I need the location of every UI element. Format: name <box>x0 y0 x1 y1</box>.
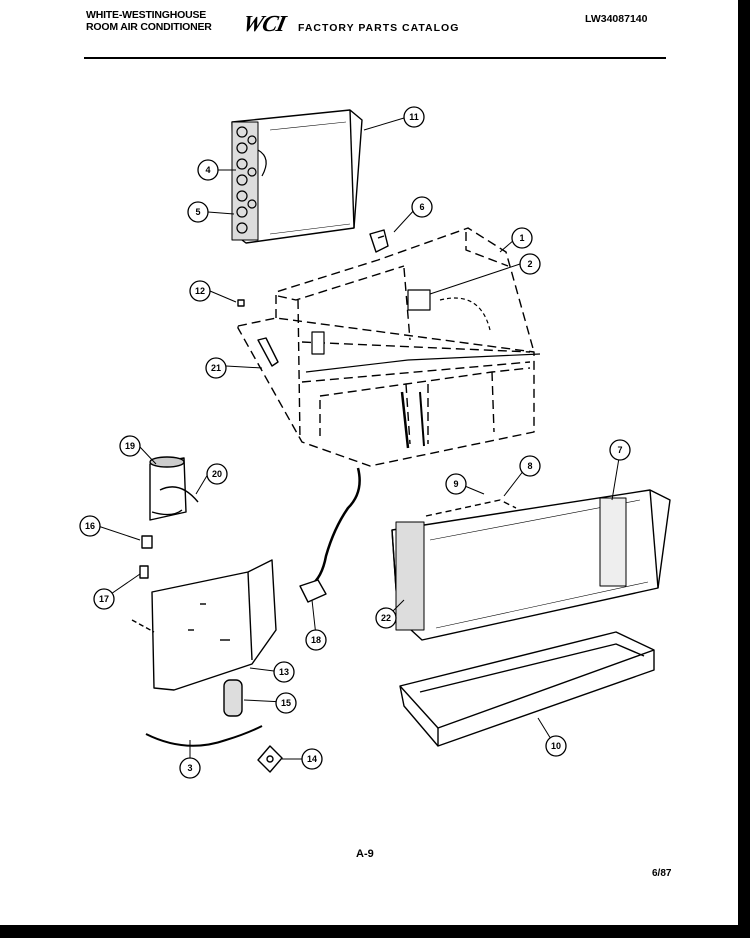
svg-text:4: 4 <box>205 165 210 175</box>
bracket-part-6 <box>369 229 389 253</box>
svg-text:20: 20 <box>212 469 222 479</box>
callout-1: 1 <box>511 227 533 249</box>
svg-text:16: 16 <box>85 521 95 531</box>
page-number: A-9 <box>356 848 374 860</box>
catalog-date: 6/87 <box>652 868 672 879</box>
capillary-tube-part-3 <box>145 725 263 747</box>
svg-text:1: 1 <box>519 233 524 243</box>
callout-22: 22 <box>375 607 397 629</box>
svg-text:5: 5 <box>195 207 200 217</box>
control-panel-part-13 <box>131 559 277 691</box>
svg-text:12: 12 <box>195 286 205 296</box>
svg-text:7: 7 <box>617 445 622 455</box>
callout-15: 15 <box>275 692 297 714</box>
evaporator-coil-part <box>231 109 363 244</box>
callout-13: 13 <box>273 661 295 683</box>
power-cord-part-18 <box>299 467 361 603</box>
svg-text:17: 17 <box>99 594 109 604</box>
callout-19: 19 <box>119 435 141 457</box>
bracket-part-14 <box>257 745 283 773</box>
svg-text:10: 10 <box>551 741 561 751</box>
exploded-parts-diagram: 1 2 3 4 5 6 7 8 9 10 11 12 13 14 15 16 1… <box>79 106 671 779</box>
callout-10: 10 <box>545 735 567 757</box>
callout-21: 21 <box>205 357 227 379</box>
thermostat-part-15 <box>223 679 243 717</box>
callout-12: 12 <box>189 280 211 302</box>
svg-text:11: 11 <box>409 112 419 122</box>
callout-20: 20 <box>206 463 228 485</box>
discharge-duct-part-19-20 <box>149 456 199 521</box>
callout-5: 5 <box>187 201 209 223</box>
switch-part-16 <box>141 535 153 549</box>
svg-text:9: 9 <box>453 479 458 489</box>
svg-text:21: 21 <box>211 363 221 373</box>
svg-text:6: 6 <box>419 202 424 212</box>
chassis-details <box>305 289 541 449</box>
callout-3: 3 <box>179 757 201 779</box>
screw-part-12 <box>237 299 245 307</box>
callout-7: 7 <box>609 439 631 461</box>
rail-part-21 <box>257 337 279 367</box>
callout-14: 14 <box>301 748 323 770</box>
callout-4: 4 <box>197 159 219 181</box>
header-rule <box>84 57 666 59</box>
brand-line-2: ROOM AIR CONDITIONER <box>86 21 212 33</box>
callout-2: 2 <box>519 253 541 275</box>
svg-text:19: 19 <box>125 441 135 451</box>
callout-6: 6 <box>411 196 433 218</box>
svg-text:15: 15 <box>281 698 291 708</box>
parts-catalog-page: WHITE-WESTINGHOUSE ROOM AIR CONDITIONER … <box>0 0 738 925</box>
knob-part-17 <box>139 565 149 579</box>
callout-11: 11 <box>403 106 425 128</box>
callout-8: 8 <box>519 455 541 477</box>
svg-text:8: 8 <box>527 461 532 471</box>
callout-9: 9 <box>445 473 467 495</box>
callout-17: 17 <box>93 588 115 610</box>
catalog-title: FACTORY PARTS CATALOG <box>298 22 460 34</box>
callout-16: 16 <box>79 515 101 537</box>
callout-18: 18 <box>305 629 327 651</box>
model-number: LW34087140 <box>585 13 648 25</box>
svg-text:14: 14 <box>307 754 317 764</box>
condenser-coil-part <box>391 489 671 641</box>
callout-labels: 1 2 3 4 5 6 7 8 9 10 11 12 13 14 15 16 1… <box>79 106 631 779</box>
svg-text:3: 3 <box>187 763 192 773</box>
chassis-base-pan-part <box>237 227 535 467</box>
svg-text:13: 13 <box>279 667 289 677</box>
base-pan-part-10 <box>399 631 655 747</box>
brand-line-1: WHITE-WESTINGHOUSE <box>86 9 207 21</box>
svg-text:2: 2 <box>527 259 532 269</box>
svg-text:18: 18 <box>311 635 321 645</box>
svg-text:22: 22 <box>381 613 391 623</box>
